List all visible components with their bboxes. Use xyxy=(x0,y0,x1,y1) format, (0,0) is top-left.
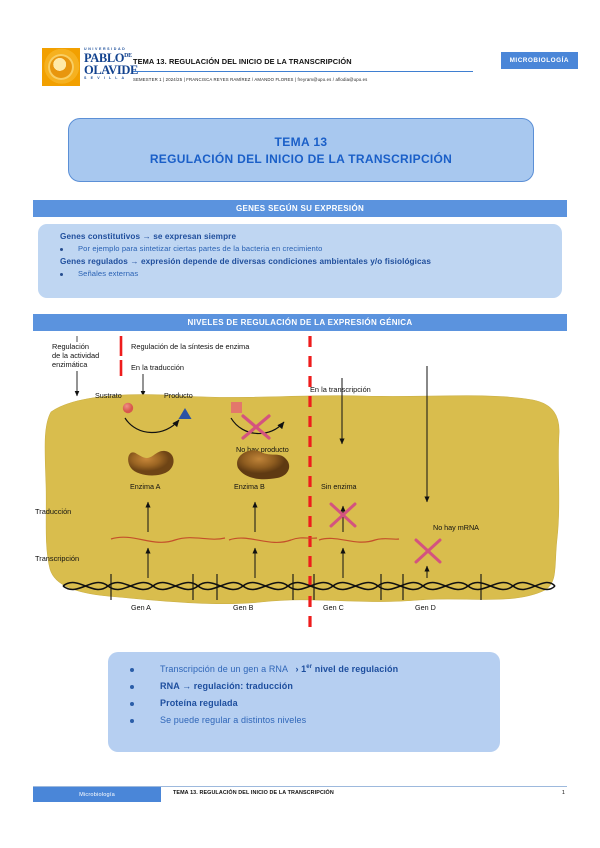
levels-bullet-1-text: Transcripción de un gen a RNA xyxy=(160,664,288,674)
label-gen-a: Gen A xyxy=(131,603,151,612)
levels-bullet-2-text: RNA → regulación: traducción xyxy=(160,681,293,691)
levels-bullet-1-sup: er xyxy=(306,664,313,670)
section-bar-niveles: NIVELES DE REGULACIÓN DE LA EXPRESIÓN GÉ… xyxy=(33,314,567,331)
translation-arrows xyxy=(145,501,346,532)
page-header: UNIVERSIDAD PABLODE OLAVIDE S E V I L L … xyxy=(0,0,600,100)
label-regulacion-actividad-1: Regulación xyxy=(52,342,89,351)
label-sustrato: Sustrato xyxy=(95,391,122,400)
label-enzima-b: Enzima B xyxy=(234,482,265,491)
title-line-2: REGULACIÓN DEL INICIO DE LA TRANSCRIPCIÓ… xyxy=(149,151,453,166)
label-regulacion-actividad-3: enzimática xyxy=(52,360,88,369)
university-label-pablo: PABLODE xyxy=(84,50,132,65)
section-bar-genes: GENES SEGÚN SU EXPRESIÓN xyxy=(33,200,567,217)
subject-badge: MICROBIOLOGÍA xyxy=(500,52,578,69)
substrate-product-reaction: Sustrato Producto xyxy=(95,391,193,434)
label-gen-d: Gen D xyxy=(415,603,436,612)
gene-labels: Gen A Gen B Gen C Gen D xyxy=(131,603,436,612)
header-divider xyxy=(133,71,473,72)
levels-bullet-1: Transcripción de un gen a RNA › 1er nive… xyxy=(130,664,500,674)
no-product-cross-icon xyxy=(241,414,271,440)
upo-seal-icon xyxy=(42,48,80,86)
university-label-universidad: UNIVERSIDAD xyxy=(84,47,127,51)
footer-page-number: 1 xyxy=(561,790,565,796)
title-line-1: TEMA 13 xyxy=(274,134,328,149)
transcription-arrows xyxy=(145,547,430,578)
dna-double-helix xyxy=(62,581,556,591)
genes-regulados-line: Genes regulados → expresión depende de d… xyxy=(60,257,431,266)
levels-bullet-1-emph: › 1 xyxy=(295,664,307,674)
label-regulacion-actividad-2: de la actividad xyxy=(52,351,99,360)
label-no-hay-mrna: No hay mRNA xyxy=(433,523,479,532)
levels-bullet-1-tail: nivel de regulación xyxy=(312,664,399,674)
substrate-square-icon xyxy=(231,402,242,413)
substrate-circle-icon xyxy=(122,402,134,414)
page-footer: Microbiología TEMA 13. REGULACIÓN DEL IN… xyxy=(33,786,567,806)
enzyme-a: Enzima A xyxy=(128,450,174,491)
label-no-hay-producto: No hay producto xyxy=(236,445,289,454)
bacterial-cell-body xyxy=(44,394,560,605)
footer-title: TEMA 13. REGULACIÓN DEL INICIO DE LA TRA… xyxy=(173,790,334,796)
enzyme-b: Enzima B xyxy=(234,450,290,491)
diagram-leader-lines xyxy=(74,371,146,397)
university-label-sevilla: S E V I L L A xyxy=(84,76,126,81)
genes-constitutivos-bullet: Por ejemplo para sintetizar ciertas part… xyxy=(60,244,562,253)
no-mrna-cross-icon xyxy=(414,538,442,564)
university-logo: UNIVERSIDAD PABLODE OLAVIDE S E V I L L … xyxy=(42,47,138,86)
label-transcripcion: Transcripción xyxy=(35,554,79,563)
university-wordmark: UNIVERSIDAD PABLODE OLAVIDE S E V I L L … xyxy=(84,47,138,81)
label-regulacion-sintesis: Regulación de la síntesis de enzima xyxy=(131,342,250,351)
title-card: TEMA 13 REGULACIÓN DEL INICIO DE LA TRAN… xyxy=(68,118,534,182)
label-sin-enzima: Sin enzima xyxy=(321,482,357,491)
label-traduccion: Traducción xyxy=(35,507,71,516)
label-gen-c: Gen C xyxy=(323,603,344,612)
levels-bullet-2: RNA → regulación: traducción xyxy=(130,681,500,691)
mrna-strands xyxy=(110,536,400,544)
footer-divider xyxy=(33,786,567,787)
header-course-title: TEMA 13. REGULACIÓN DEL INICIO DE LA TRA… xyxy=(133,57,352,66)
label-en-la-transcripcion: En la transcripción xyxy=(310,385,371,394)
levels-bullet-3: Proteína regulada xyxy=(130,698,500,708)
footer-subject-badge: Microbiología xyxy=(33,787,161,802)
levels-bullet-4-text: Se puede regular a distintos niveles xyxy=(160,715,307,725)
label-en-la-traduccion: En la traducción xyxy=(131,363,184,372)
levels-bullet-4: Se puede regular a distintos niveles xyxy=(130,715,500,725)
header-meta-line: SEMESTER 1 | 2024/25 | FRANCISCA REYES R… xyxy=(133,77,368,82)
product-triangle-icon xyxy=(178,408,192,419)
levels-bullet-3-text: Proteína regulada xyxy=(160,698,238,708)
genes-content-card: Genes constitutivos → se expresan siempr… xyxy=(38,224,562,298)
label-gen-b: Gen B xyxy=(233,603,254,612)
gene-boundary-ticks xyxy=(110,574,482,600)
blocked-product-reaction: No hay producto xyxy=(230,402,289,454)
diagram-top-labels: Regulación de la actividad enzimática Re… xyxy=(52,342,371,394)
seal-ring-icon xyxy=(52,58,70,76)
levels-summary-card: Transcripción de un gen a RNA › 1er nive… xyxy=(108,652,500,752)
no-translation-cross-icon xyxy=(329,502,357,528)
genes-regulados-bullet: Señales externas xyxy=(60,269,562,278)
genes-constitutivos-line: Genes constitutivos → se expresan siempr… xyxy=(60,232,237,241)
label-producto: Producto xyxy=(164,391,193,400)
regulation-levels-diagram: Regulación de la actividad enzimática Re… xyxy=(33,334,567,646)
label-enzima-a: Enzima A xyxy=(130,482,161,491)
university-label-olavide: OLAVIDE xyxy=(84,63,138,78)
